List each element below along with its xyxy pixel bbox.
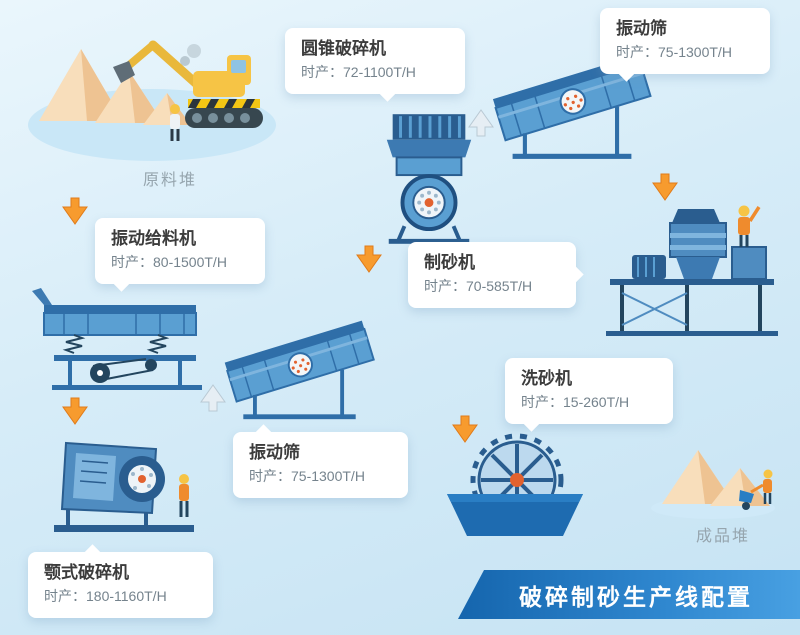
product-pile-label: 成品堆 [695, 528, 750, 545]
feeder-label-card: 振动给料机 时产：80-1500T/H [95, 218, 265, 292]
sand-maker-illustration [592, 195, 787, 340]
page-title: 破碎制砂生产线配置 [519, 583, 753, 610]
card-pointer [83, 544, 102, 563]
screen-mid-title: 振动筛 [249, 443, 300, 462]
sand-pile-icon [662, 450, 770, 506]
vibrating-feeder-illustration [30, 285, 220, 393]
card-pointer [565, 265, 584, 284]
cone-crusher-capacity: 时产：72-1100T/H [301, 64, 416, 81]
worker-cart-icon [739, 469, 773, 510]
worker-icon [170, 104, 180, 141]
sand-maker-title: 制砂机 [424, 253, 475, 272]
screen-top-label-card: 振动筛 时产：75-1300T/H [600, 8, 770, 82]
worker-icon [179, 474, 189, 517]
screen-top-capacity: 时产：75-1300T/H [616, 44, 732, 61]
sand-washer-illustration [445, 428, 585, 540]
worker-icon [738, 205, 761, 247]
cone-crusher-label-card: 圆锥破碎机 时产：72-1100T/H [285, 28, 465, 102]
jaw-crusher-capacity: 时产：180-1160T/H [44, 588, 167, 605]
screen-mid-capacity: 时产：75-1300T/H [249, 468, 365, 485]
jaw-crusher-title: 颚式破碎机 [44, 563, 129, 582]
screen-top-title: 振动筛 [616, 19, 667, 38]
feeder-title: 振动给料机 [111, 229, 196, 248]
flow-down-arrow-icon [62, 396, 88, 426]
screen-mid-label-card: 振动筛 时产：75-1300T/H [233, 424, 408, 498]
excavator-icon [113, 40, 263, 128]
vibrating-screen-mid-illustration [222, 300, 377, 425]
product-pile-illustration [648, 432, 788, 522]
card-pointer [254, 424, 273, 443]
jaw-crusher-illustration [38, 425, 206, 547]
cone-crusher-title: 圆锥破碎机 [301, 39, 386, 58]
jaw-crusher-label-card: 颚式破碎机 时产：180-1160T/H [28, 544, 213, 618]
sand-washer-title: 洗砂机 [521, 369, 572, 388]
feeder-capacity: 时产：80-1500T/H [111, 254, 227, 271]
title-banner: 破碎制砂生产线配置 [458, 570, 800, 619]
sand-washer-label-card: 洗砂机 时产：15-260T/H [505, 358, 673, 432]
cone-crusher-illustration [375, 110, 483, 248]
flow-down-arrow-icon [652, 172, 678, 202]
sand-pile-icon [39, 49, 191, 125]
flow-down-arrow-icon [62, 196, 88, 226]
raw-pile-label: 原料堆 [142, 172, 197, 189]
sand-maker-capacity: 时产：70-585T/H [424, 278, 533, 295]
raw-material-pile-illustration [25, 5, 280, 165]
flow-down-arrow-icon [452, 414, 478, 444]
flow-up-arrow-icon [200, 383, 226, 413]
card-pointer [378, 83, 397, 102]
sand-maker-label-card: 制砂机 时产：70-585T/H [408, 242, 584, 308]
sand-washer-capacity: 时产：15-260T/H [521, 394, 630, 411]
vibrating-screen-top-illustration [488, 35, 656, 163]
flow-up-arrow-icon [468, 108, 494, 138]
flow-down-arrow-icon [356, 244, 382, 274]
